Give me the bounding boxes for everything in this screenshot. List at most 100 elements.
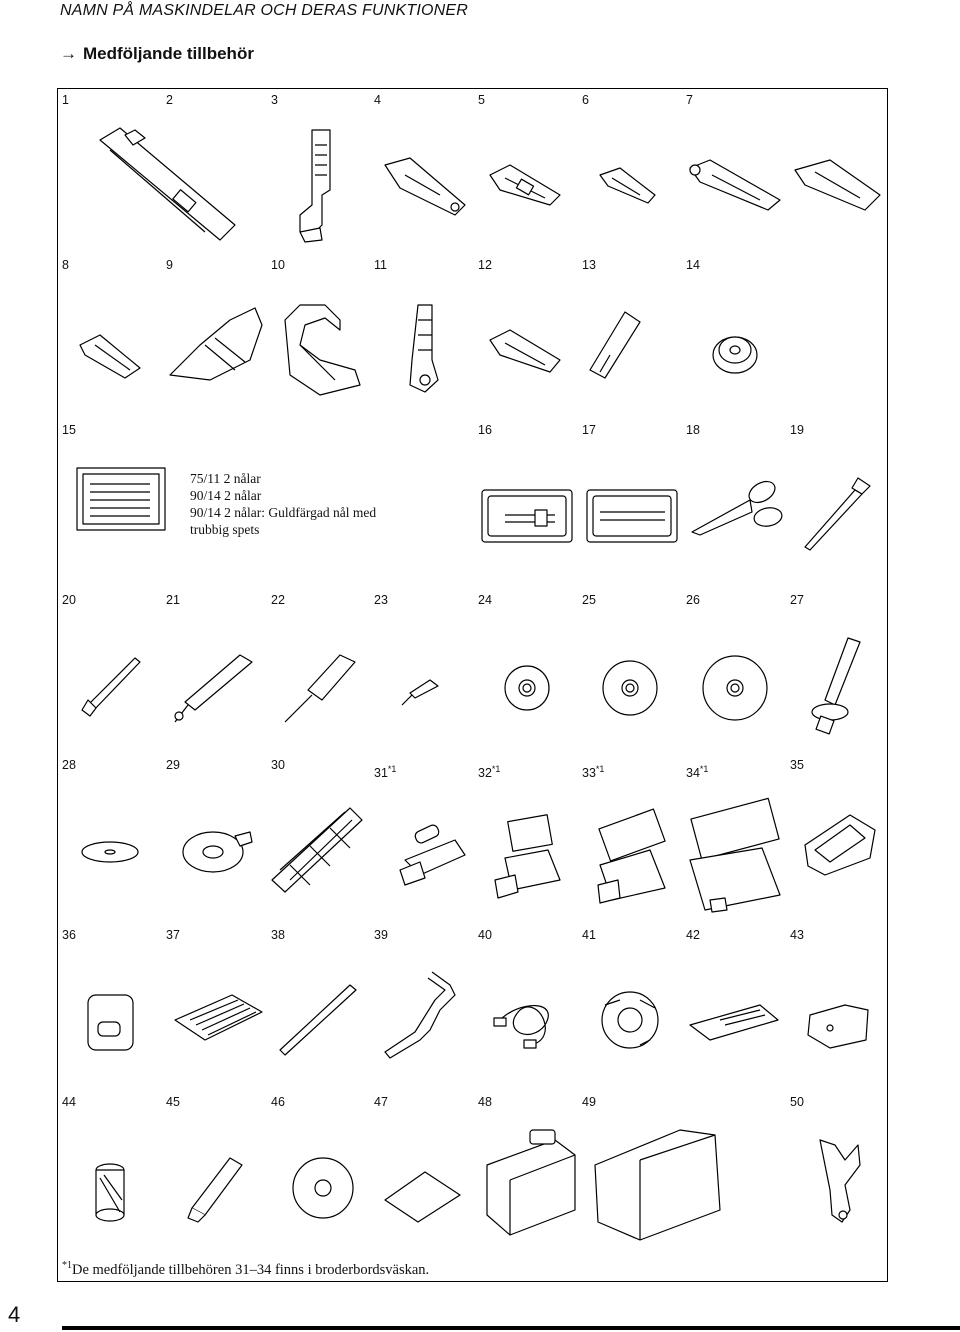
scissors-icon <box>692 477 783 535</box>
needle-line: 90/14 2 nålar: Guldfärgad nål med <box>190 505 377 520</box>
bobbin-case-icon <box>602 992 658 1048</box>
item-number-value: 10 <box>271 258 285 272</box>
item-number-value: 36 <box>62 928 76 942</box>
cd-rom-icon <box>293 1158 353 1218</box>
footnote-mark: *1 <box>62 1260 72 1271</box>
item-number-value: 26 <box>686 593 700 607</box>
item-number-value: 40 <box>478 928 492 942</box>
page-rule <box>62 1326 960 1330</box>
item-number: 46 <box>271 1095 285 1109</box>
wing-needle-icon <box>587 490 677 542</box>
bobbin-cover-icon <box>183 832 252 872</box>
item-number-footnote-mark: *1 <box>387 764 397 774</box>
buttonhole-foot-icon <box>100 128 235 240</box>
needle-set-icon <box>77 468 165 530</box>
item-number-value: 25 <box>582 593 596 607</box>
item-number-value: 24 <box>478 593 492 607</box>
item-number-value: 6 <box>582 93 589 107</box>
spool-cap-large-icon <box>703 656 767 720</box>
knee-lifter-foot-icon <box>88 995 133 1050</box>
item-number: 13 <box>582 258 596 272</box>
item-number: 32*1 <box>478 764 500 780</box>
item-number: 2 <box>166 93 173 107</box>
item-number: 18 <box>686 423 700 437</box>
section-title: →Medföljande tillbehör <box>60 44 254 64</box>
item-number: 24 <box>478 593 492 607</box>
item-number: 31*1 <box>374 764 396 780</box>
item-number-value: 48 <box>478 1095 492 1109</box>
item-number: 39 <box>374 928 388 942</box>
item-number-value: 27 <box>790 593 804 607</box>
item-number: 19 <box>790 423 804 437</box>
item-number: 27 <box>790 593 804 607</box>
button-fitting-foot-icon <box>795 160 880 210</box>
item-number-value: 28 <box>62 758 76 772</box>
item-number-value: 1 <box>62 93 69 107</box>
item-number-value: 19 <box>790 423 804 437</box>
zipper-foot-icon <box>600 168 655 203</box>
item-number-value: 21 <box>166 593 180 607</box>
item-number: 21 <box>166 593 180 607</box>
needle-line: 75/11 2 nålar <box>190 471 261 486</box>
item-number: 8 <box>62 258 69 272</box>
item-number: 14 <box>686 258 700 272</box>
footnote-text: De medföljande tillbehören 31–34 finns i… <box>72 1261 430 1278</box>
accessories-frame <box>57 88 888 1282</box>
quilting-foot-icon <box>410 305 438 392</box>
item-number: 44 <box>62 1095 76 1109</box>
item-number-value: 4 <box>374 93 381 107</box>
item-number-footnote-mark: *1 <box>595 764 605 774</box>
item-number-footnote-mark: *1 <box>491 764 501 774</box>
item-number: 50 <box>790 1095 804 1109</box>
manual-icon <box>385 1172 460 1222</box>
item-number: 37 <box>166 928 180 942</box>
item-number: 45 <box>166 1095 180 1109</box>
touch-pen-icon <box>280 985 356 1055</box>
item-number-value: 2 <box>166 93 173 107</box>
item-number-value: 46 <box>271 1095 285 1109</box>
item-number-value: 5 <box>478 93 485 107</box>
item-number: 40 <box>478 928 492 942</box>
item-number: 35 <box>790 758 804 772</box>
item-number-value: 47 <box>374 1095 388 1109</box>
screwdriver-small-icon <box>285 655 355 722</box>
page-number: 4 <box>8 1302 21 1327</box>
spool-felt-icon <box>82 842 138 862</box>
item-number-value: 14 <box>686 258 700 272</box>
footnote: *1De medföljande tillbehören 31–34 finns… <box>62 1260 429 1279</box>
side-cutter-icon <box>285 305 360 395</box>
needle-line: trubbig spets <box>190 522 260 537</box>
item-number-value: 37 <box>166 928 180 942</box>
needle-description: 75/11 2 nålar 90/14 2 nålar 90/14 2 nåla… <box>190 470 376 538</box>
item-number: 42 <box>686 928 700 942</box>
item-number: 48 <box>478 1095 492 1109</box>
item-number: 11 <box>374 258 387 272</box>
item-number-value: 3 <box>271 93 278 107</box>
running-header: NAMN PÅ MASKINDELAR OCH DERAS FUNKTIONER <box>60 2 469 19</box>
item-number-value: 15 <box>62 423 76 437</box>
open-toe-foot-icon <box>80 335 140 378</box>
item-number: 17 <box>582 423 596 437</box>
item-number-value: 45 <box>166 1095 180 1109</box>
item-number: 1 <box>62 93 69 107</box>
item-number-value: 12 <box>478 258 492 272</box>
grease-tube-icon <box>188 1158 242 1222</box>
monogramming-foot-icon <box>385 158 465 215</box>
item-number-value: 30 <box>271 758 285 772</box>
item-number-value: 13 <box>582 258 596 272</box>
item-number-value: 43 <box>790 928 804 942</box>
item-number-value: 50 <box>790 1095 804 1109</box>
item-number-value: 42 <box>686 928 700 942</box>
item-number: 16 <box>478 423 492 437</box>
walking-foot-attachment-icon <box>820 1140 860 1222</box>
item-number: 47 <box>374 1095 388 1109</box>
disc-screwdriver-icon <box>402 680 438 705</box>
item-number: 36 <box>62 928 76 942</box>
item-number: 26 <box>686 593 700 607</box>
thread-spool-icon <box>96 1164 124 1221</box>
needle-line: 90/14 2 nålar <box>190 488 262 503</box>
item-number-value: 32 <box>478 766 492 781</box>
item-number: 38 <box>271 928 285 942</box>
item-number: 10 <box>271 258 285 272</box>
overcasting-foot-icon <box>300 130 330 242</box>
